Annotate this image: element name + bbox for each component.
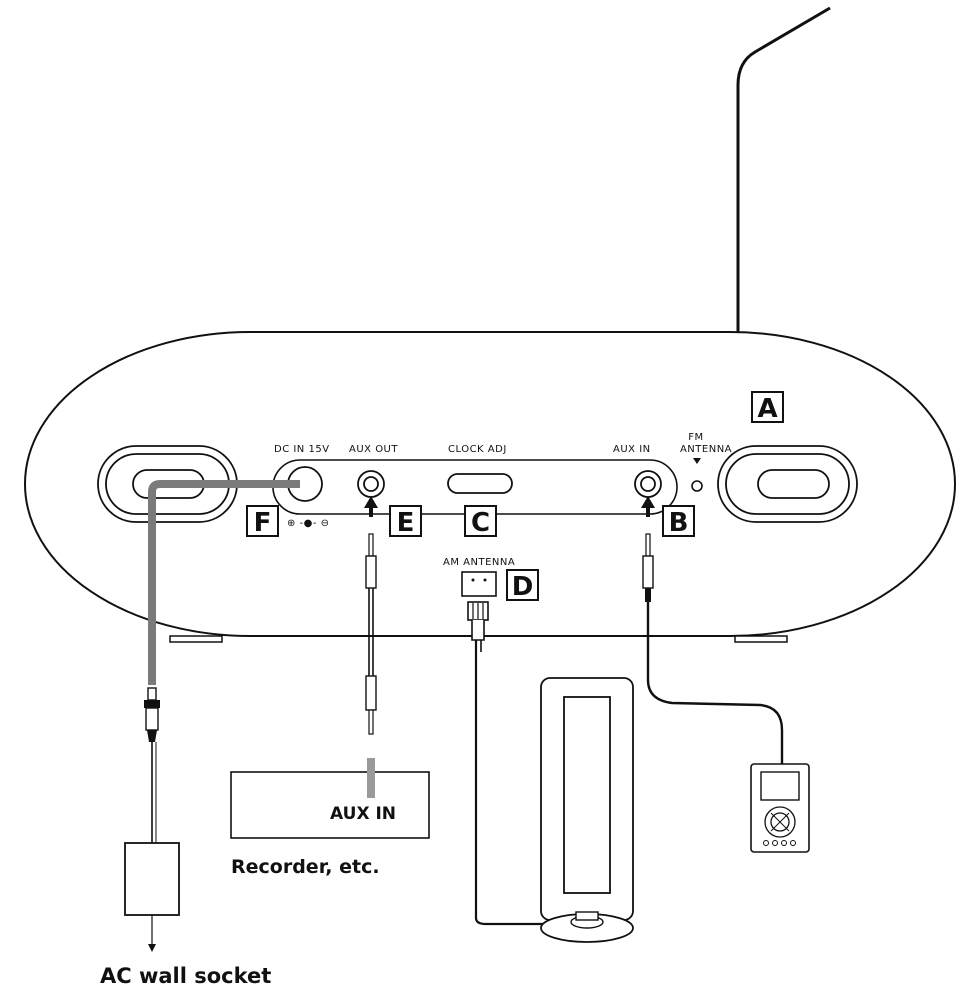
player-button-1 [763, 840, 769, 846]
clock-adj-button [447, 473, 513, 494]
callout-e-letter: E [397, 508, 415, 538]
right-foot [734, 635, 788, 643]
callout-e: E [389, 505, 422, 538]
am-antenna-socket [461, 571, 497, 597]
callout-d: D [506, 569, 539, 602]
ac-adapter [124, 842, 180, 916]
clock-adj-label: CLOCK ADJ [448, 444, 507, 455]
am-antenna-label: AM ANTENNA [443, 557, 515, 568]
aux-in-jack-inner [640, 476, 656, 492]
right-port-inner [757, 469, 830, 499]
dc-plug-collar [144, 700, 160, 708]
recorder-aux-in-label: AUX IN [330, 804, 396, 824]
dc-plug-strain-relief [147, 730, 157, 742]
dc-plug-body [145, 707, 159, 731]
fm-label-line1: FM [688, 432, 703, 443]
callout-c-letter: C [471, 508, 490, 538]
callout-f: F [246, 505, 279, 538]
player-button-2 [772, 840, 778, 846]
polarity-symbol: ⊕ -●- ⊖ [287, 518, 330, 529]
am-socket-pin-left [471, 578, 475, 582]
aux-in-plug-neck [645, 588, 651, 602]
aux-out-jack-inner [363, 476, 379, 492]
aux-out-arrow-head [364, 496, 378, 508]
aux-in-plug-tip [645, 533, 651, 557]
aux-cable-plug-tip [368, 709, 374, 735]
am-antenna-cable [474, 640, 565, 926]
am-loop-antenna-window [563, 696, 611, 894]
power-cable [148, 480, 300, 685]
callout-f-letter: F [254, 508, 272, 538]
left-foot [169, 635, 223, 643]
recorder-box [230, 771, 430, 839]
callout-a: A [751, 391, 784, 424]
aux-in-plug-body [642, 555, 654, 589]
aux-cable-plug-body [365, 675, 377, 711]
right-port-mid [725, 453, 850, 515]
am-plug-neck [471, 620, 485, 641]
player-cable [646, 600, 784, 764]
aux-out-plug-body [365, 555, 377, 589]
aux-in-arrow-head [641, 496, 655, 508]
ac-wall-socket-caption: AC wall socket [100, 964, 271, 988]
player-screen [760, 771, 800, 801]
player-dial-cross-2 [770, 812, 790, 832]
callout-c: C [464, 505, 497, 538]
aux-in-label: AUX IN [613, 444, 651, 455]
recorder-caption: Recorder, etc. [231, 856, 380, 878]
callout-b: B [662, 505, 695, 538]
player-button-3 [781, 840, 787, 846]
callout-d-letter: D [512, 572, 534, 602]
aux-out-jack-outer [357, 470, 385, 498]
player-button-4 [790, 840, 796, 846]
am-antenna-stand-clip [575, 911, 599, 921]
callout-b-letter: B [669, 508, 689, 538]
right-port-outer [717, 445, 858, 523]
aux-out-plug-tip [368, 533, 374, 557]
aux-out-label: AUX OUT [349, 444, 398, 455]
ac-arrow-head [148, 944, 156, 952]
aux-in-jack-outer [634, 470, 662, 498]
am-socket-pin-right [483, 578, 487, 582]
dc-in-label: DC IN 15V [274, 444, 330, 455]
fm-label-line2: ANTENNA [680, 444, 732, 455]
fm-antenna-jack [691, 480, 703, 492]
fm-pointer-icon [693, 458, 701, 464]
dc-plug-tip [147, 687, 157, 701]
callout-a-letter: A [757, 394, 777, 424]
